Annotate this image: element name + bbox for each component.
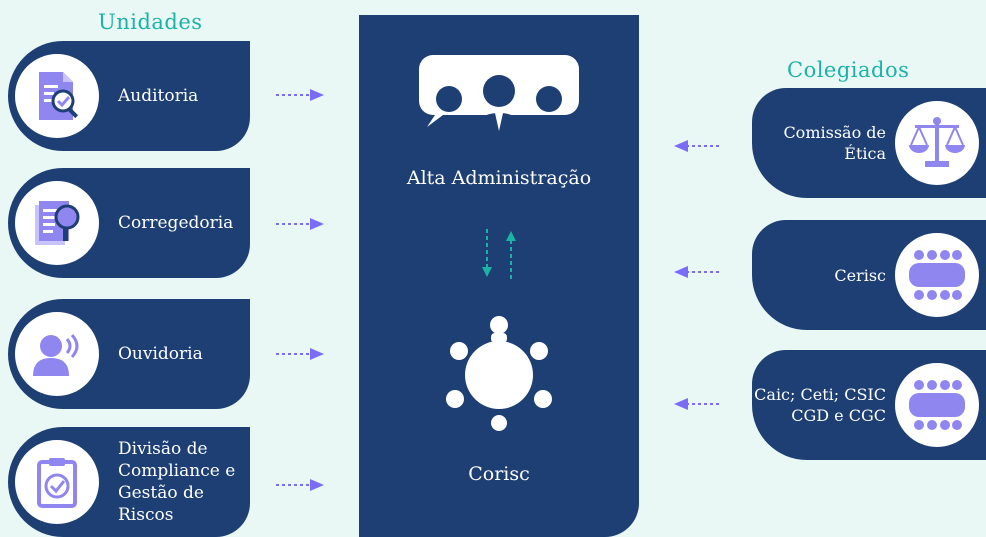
colegiado-label: Caic; Ceti; CSIC CGD e CGC: [754, 385, 886, 425]
round-table-meeting-icon: [446, 316, 552, 431]
arrow-auditoria-to-center: [276, 89, 324, 101]
colegiado-label: Cerisc: [834, 265, 886, 285]
arrow-cerisc-to-center: [674, 266, 722, 278]
corisc-label: Corisc: [468, 463, 530, 485]
unit-icon-ring: [10, 176, 104, 270]
unit-icon-ring: [10, 49, 104, 143]
colegiado-icon-ring: [890, 358, 984, 452]
meeting-table-icon: [909, 250, 965, 300]
unit-icon-ring: [10, 435, 104, 529]
executives-group-icon: [419, 55, 579, 147]
bidirectional-arrows: [482, 229, 516, 279]
alta-administracao-label: Alta Administração: [406, 167, 592, 189]
meeting-table-icon: [909, 380, 965, 430]
arrow-corregedoria-to-center: [276, 218, 324, 230]
unit-corregedoria: Corregedoria: [8, 168, 250, 278]
colegiado-comissao-etica: Comissão de Ética: [752, 88, 986, 198]
colegiado-icon-ring: [890, 96, 984, 190]
arrow-ouvidoria-to-center: [276, 348, 324, 360]
colegiado-label: Comissão de Ética: [783, 123, 886, 163]
arrow-comissao-to-center: [674, 140, 722, 152]
audit-document-icon: [39, 72, 79, 120]
unit-label: Divisão de Compliance e Gestão de Riscos: [118, 439, 236, 525]
unit-ouvidoria: Ouvidoria: [8, 299, 250, 409]
unit-compliance: Divisão de Compliance e Gestão de Riscos: [8, 427, 250, 537]
unit-auditoria: Auditoria: [8, 41, 250, 151]
unit-label: Auditoria: [118, 86, 199, 106]
unit-label: Corregedoria: [118, 213, 234, 233]
clipboard-check-icon: [37, 458, 77, 508]
center-panel: Alta Administração Corisc: [359, 15, 639, 537]
unit-icon-ring: [10, 307, 104, 401]
arrow-compliance-to-center: [276, 479, 324, 491]
unidades-heading: Unidades: [98, 10, 203, 34]
unit-label: Ouvidoria: [118, 344, 203, 364]
colegiado-cerisc: Cerisc: [752, 220, 986, 330]
colegiado-icon-ring: [890, 228, 984, 322]
colegiado-caic-ceti: Caic; Ceti; CSIC CGD e CGC: [752, 350, 986, 460]
colegiados-heading: Colegiados: [787, 58, 910, 82]
document-magnifier-icon: [35, 201, 80, 245]
speaking-person-icon: [33, 333, 79, 376]
arrow-caic-to-center: [674, 398, 722, 410]
scales-icon: [909, 117, 965, 167]
